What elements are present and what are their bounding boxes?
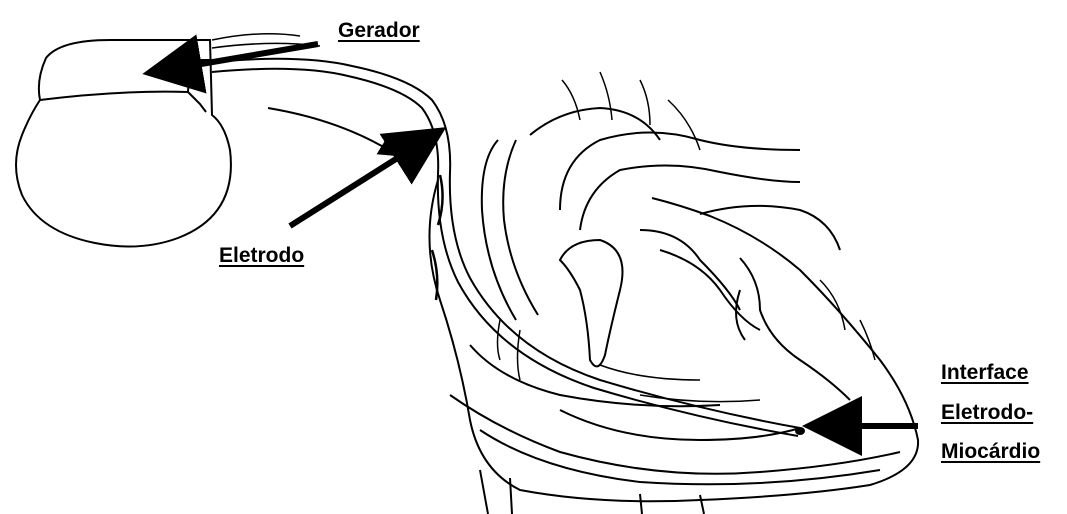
electrode-tip: [795, 427, 805, 435]
interface-label-line3: Miocárdio: [941, 441, 1040, 462]
interface-label-line1: Interface: [941, 362, 1029, 383]
great-vessels: [482, 72, 800, 320]
heart-outline: [429, 180, 918, 501]
interface-label-line2: Eletrodo-: [941, 402, 1033, 423]
generator-arrow: [166, 44, 318, 70]
heart-chambers: [432, 175, 875, 400]
motion-curve: [268, 108, 392, 152]
generator-label: Gerador: [338, 20, 420, 41]
electrode-label: Eletrodo: [219, 245, 304, 266]
lower-vessels: [480, 470, 704, 514]
electrode-arrow: [290, 140, 426, 226]
generator-device: [16, 40, 231, 247]
